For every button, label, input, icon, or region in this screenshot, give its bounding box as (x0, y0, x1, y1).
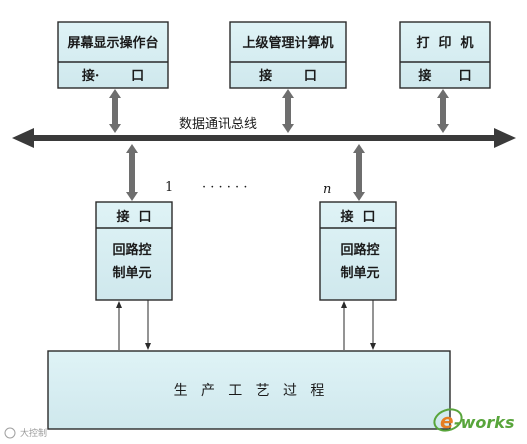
control-unit-1: 接 口 回路控 制单元 (95, 201, 173, 301)
production-process-box: 生 产 工 艺 过 程 (47, 350, 451, 430)
arrow-bus-to-unit-1 (126, 144, 138, 201)
signal-lines-unit-n (341, 300, 376, 350)
device-display-console: 屏幕显示操作台 接· 口 (57, 21, 169, 89)
signal-lines-unit-1 (116, 300, 151, 350)
eworks-logo: e -works (433, 408, 514, 433)
device-port: 接 口 (418, 68, 471, 84)
process-label: 生 产 工 艺 过 程 (174, 383, 325, 399)
logo-rest: -works (454, 413, 514, 432)
unit-line-2: 制单元 (112, 265, 151, 281)
bus-label: 数据通讯总线 (179, 117, 257, 132)
unit-index-first: 1 (165, 180, 173, 195)
unit-line-1: 回路控 (340, 242, 379, 258)
unit-ellipsis: · · · · · · (202, 180, 247, 195)
device-title: 打 印 机 (416, 35, 473, 51)
data-bus-arrow (12, 128, 516, 148)
device-port: 接· 口 (82, 68, 144, 84)
arrow-bus-to-unit-n (353, 144, 365, 201)
device-printer: 打 印 机 接 口 (399, 21, 491, 89)
device-port: 接 口 (259, 68, 317, 84)
logo-letter: e (440, 409, 454, 433)
device-supervisory-computer: 上级管理计算机 接 口 (229, 21, 347, 89)
unit-line-1: 回路控 (112, 242, 151, 258)
device-title: 屏幕显示操作台 (67, 35, 158, 51)
arrow-display-to-bus (109, 89, 121, 133)
control-unit-n: 接 口 回路控 制单元 (319, 201, 397, 301)
unit-line-2: 制单元 (340, 265, 379, 281)
arrow-computer-to-bus (282, 89, 294, 133)
unit-port: 接 口 (340, 209, 375, 225)
unit-index-last: n (323, 182, 331, 197)
unit-port: 接 口 (116, 209, 151, 225)
arrow-printer-to-bus (437, 89, 449, 133)
device-title: 上级管理计算机 (242, 35, 333, 51)
watermark-left: 大控制 (4, 427, 47, 439)
watermark-left-text: 大控制 (20, 427, 47, 439)
